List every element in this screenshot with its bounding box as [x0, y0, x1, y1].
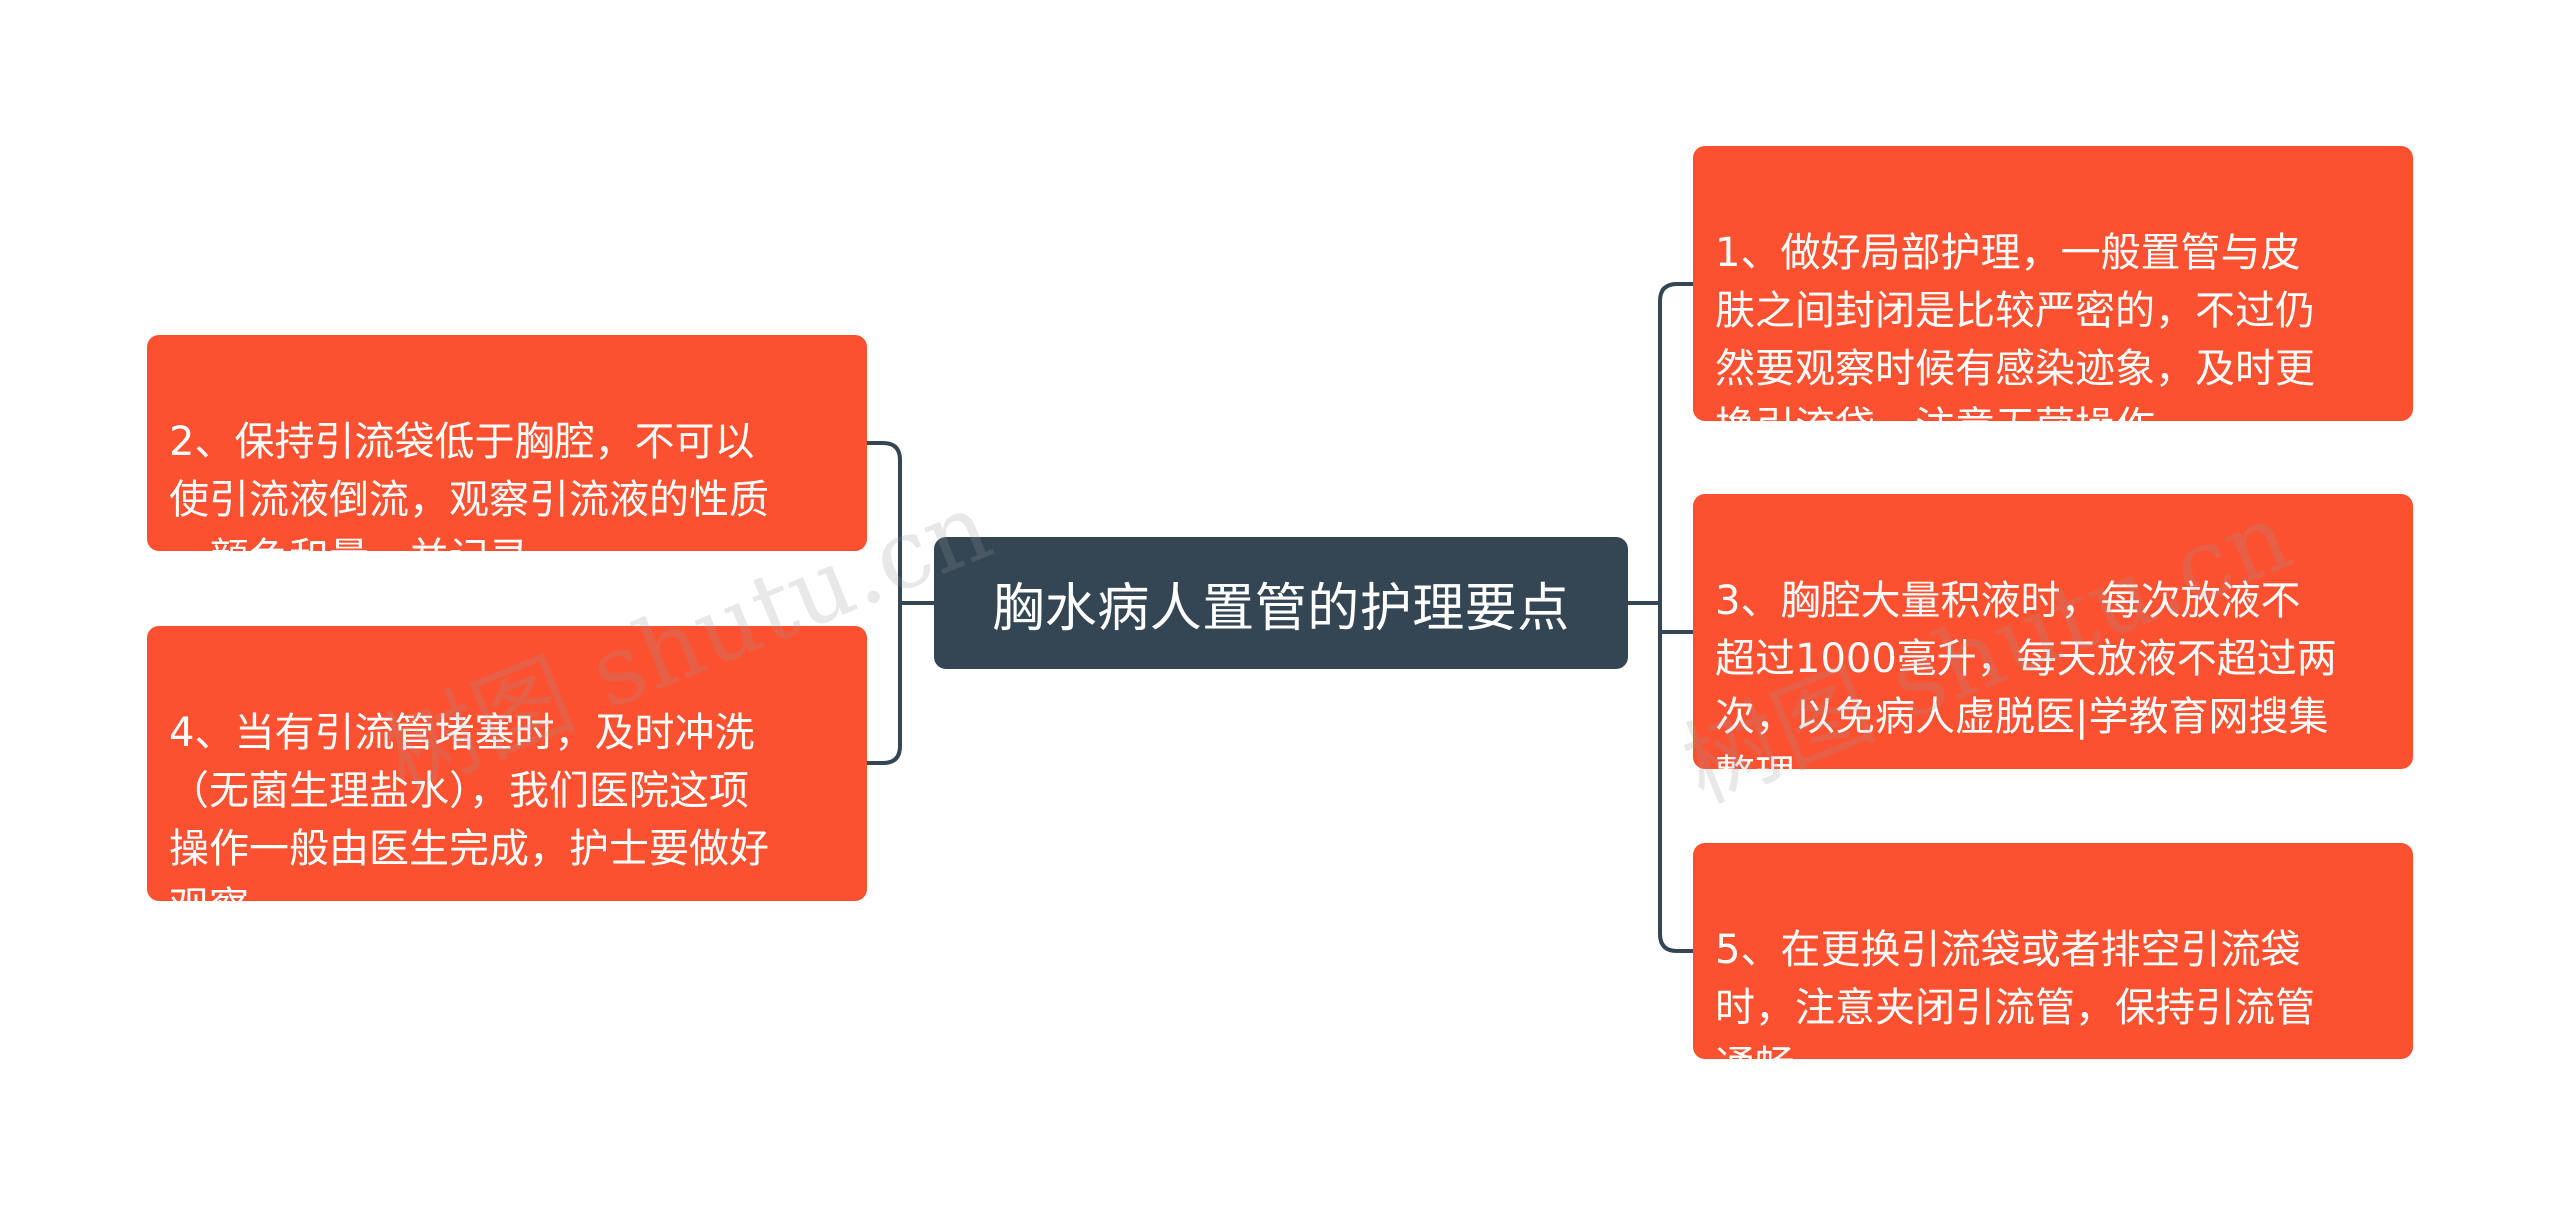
root-node[interactable]: 胸水病人置管的护理要点 — [934, 537, 1628, 669]
branch-node-1-text: 1、做好局部护理，一般置管与皮 肤之间封闭是比较严密的，不过仍 然要观察时候有感… — [1715, 230, 2315, 450]
branch-node-4-text: 4、当有引流管堵塞时，及时冲洗 （无菌生理盐水），我们医院这项 操作一般由医生完… — [169, 710, 769, 930]
connector-to-leaf-2 — [867, 441, 902, 461]
branch-node-5[interactable]: 5、在更换引流袋或者排空引流袋 时，注意夹闭引流管，保持引流管 通畅。 — [1693, 843, 2413, 1089]
connector-to-leaf-4 — [867, 745, 902, 765]
branch-node-2[interactable]: 2、保持引流袋低于胸腔，不可以 使引流液倒流，观察引流液的性质 、颜色和量，并记… — [147, 335, 867, 581]
root-node-label: 胸水病人置管的护理要点 — [992, 578, 1570, 639]
branch-node-3-text: 3、胸腔大量积液时，每次放液不 超过1000毫升，每天放液不超过两 次，以免病人… — [1715, 578, 2337, 798]
connector-to-leaf-1 — [1658, 282, 1693, 302]
branch-node-5-text: 5、在更换引流袋或者排空引流袋 时，注意夹闭引流管，保持引流管 通畅。 — [1715, 927, 2315, 1089]
branch-node-4[interactable]: 4、当有引流管堵塞时，及时冲洗 （无菌生理盐水），我们医院这项 操作一般由医生完… — [147, 626, 867, 930]
branch-node-3[interactable]: 3、胸腔大量积液时，每次放液不 超过1000毫升，每天放液不超过两 次，以免病人… — [1693, 494, 2413, 798]
branch-node-1[interactable]: 1、做好局部护理，一般置管与皮 肤之间封闭是比较严密的，不过仍 然要观察时候有感… — [1693, 146, 2413, 450]
connector-to-leaf-5 — [1658, 933, 1693, 953]
branch-node-2-text: 2、保持引流袋低于胸腔，不可以 使引流液倒流，观察引流液的性质 、颜色和量，并记… — [169, 419, 769, 581]
